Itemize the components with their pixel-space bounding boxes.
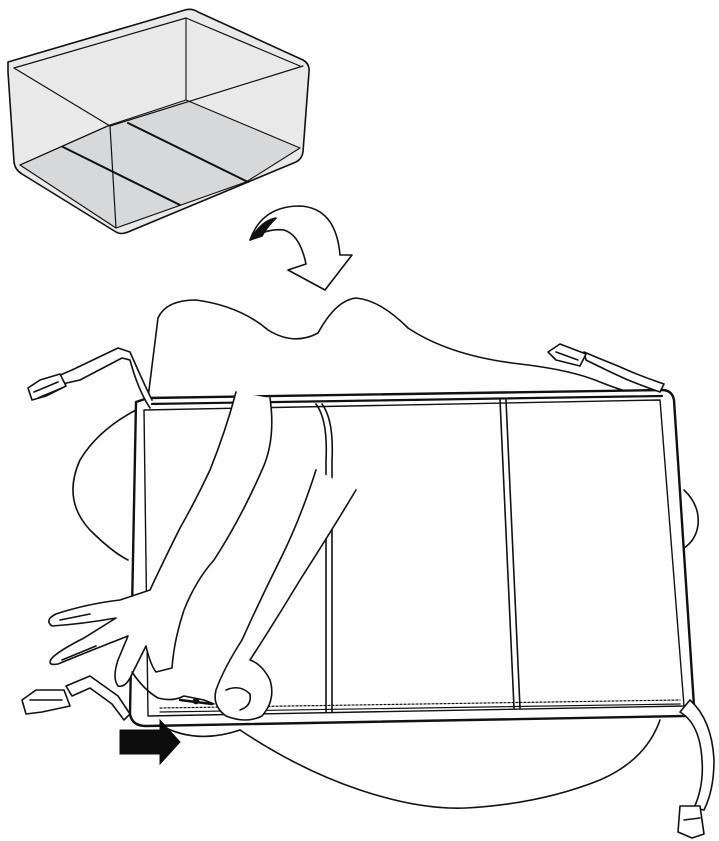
hands [48,391,357,721]
strap-bottom-right [677,699,715,839]
storage-bin [7,8,310,235]
strap-bottom-left [21,675,131,721]
strap-top-left [27,347,153,409]
strap-top-right [547,343,665,393]
curved-arrow-icon [249,205,353,291]
right-arrow-icon [119,718,181,766]
fabric-cover [72,297,700,809]
